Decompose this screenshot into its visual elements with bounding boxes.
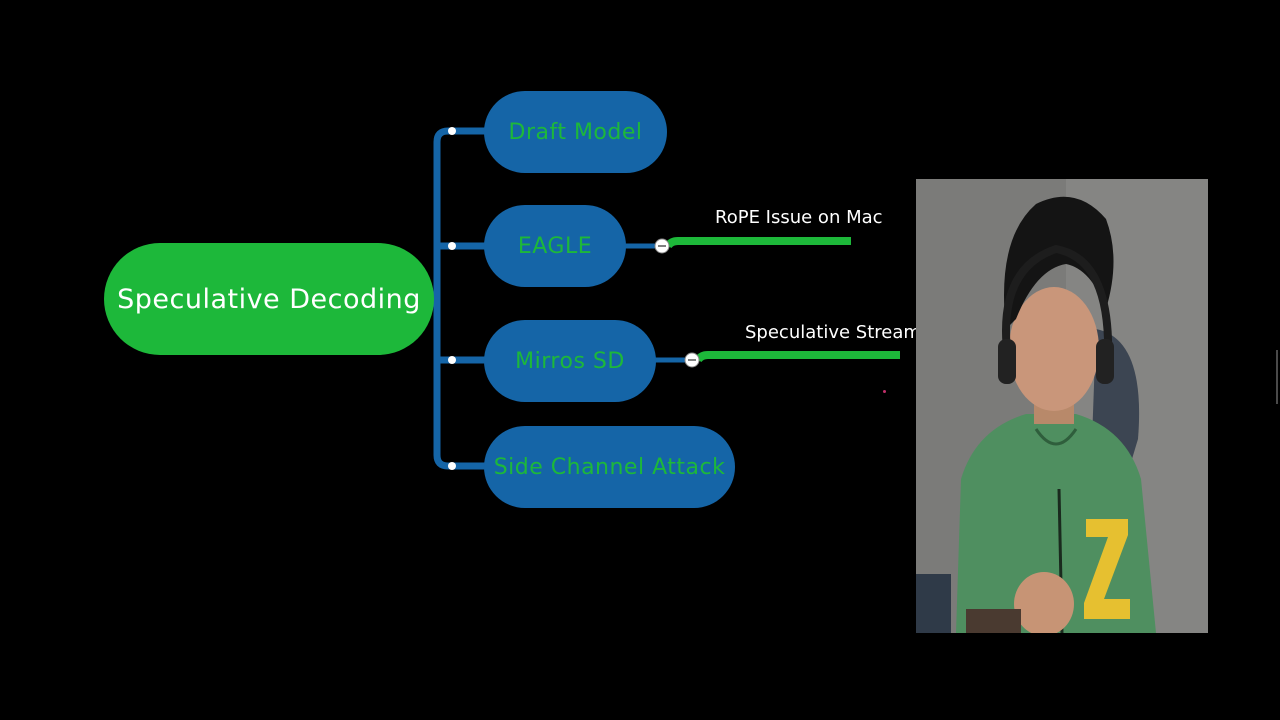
branch-bar	[433, 127, 452, 470]
junction-dot	[448, 127, 456, 135]
junction-dot	[448, 356, 456, 364]
presenter-webcam-video	[916, 179, 1208, 633]
eagle-collapse-icon[interactable]	[654, 238, 670, 254]
presenter-figure	[916, 179, 1208, 633]
root-node-label: Speculative Decoding	[117, 283, 421, 315]
mirros-collapse-icon[interactable]	[684, 352, 700, 368]
leaf-label-speculative-streaming[interactable]: Speculative Streaming	[745, 322, 949, 343]
mirros-leaf-line	[694, 351, 900, 363]
eagle-leaf-line	[664, 237, 851, 249]
child-node-mirros-sd[interactable]: Mirros SD	[484, 320, 656, 402]
child-node-label: Draft Model	[508, 119, 643, 145]
child-node-eagle[interactable]: EAGLE	[484, 205, 626, 287]
junction-dot	[448, 242, 456, 250]
child-node-draft-model[interactable]: Draft Model	[484, 91, 667, 173]
cursor-dot	[883, 390, 886, 393]
child-node-side-channel-attack[interactable]: Side Channel Attack	[484, 426, 735, 508]
scrollbar-indicator[interactable]	[1276, 350, 1278, 404]
child-node-label: EAGLE	[517, 233, 593, 259]
junction-dot	[448, 462, 456, 470]
root-node-speculative-decoding[interactable]: Speculative Decoding	[104, 243, 434, 355]
child-node-label: Side Channel Attack	[493, 454, 726, 480]
child-node-label: Mirros SD	[515, 348, 625, 374]
leaf-label-rope-issue[interactable]: RoPE Issue on Mac	[715, 207, 883, 228]
